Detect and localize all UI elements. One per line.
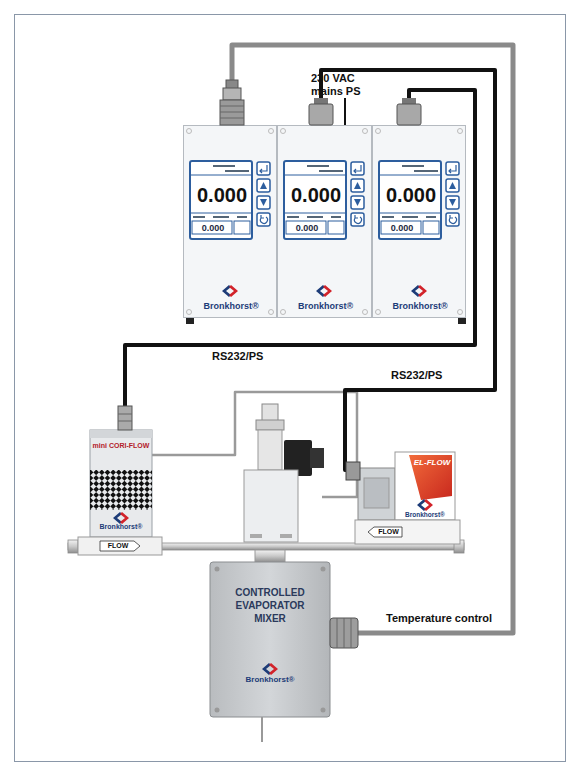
cable bbox=[321, 70, 495, 470]
plug-connector bbox=[118, 98, 421, 648]
node-text: Bronkhorst® bbox=[373, 301, 467, 312]
node-text: Bronkhorst® bbox=[184, 301, 278, 312]
node-text: Bronkhorst® bbox=[278, 301, 373, 312]
frame-border bbox=[15, 15, 566, 762]
valve bbox=[244, 404, 324, 562]
mains-lead bbox=[344, 98, 346, 125]
coriolis-flow-controller: mini CORI-FLOW Bronkhorst® bbox=[90, 430, 152, 537]
evaporator-mixer: CONTROLLED EVAPORATOR MIXER Bronkhorst® bbox=[210, 562, 330, 717]
node-text: 0.000 bbox=[285, 183, 347, 207]
node-text: mini CORI-FLOW bbox=[91, 442, 151, 450]
coriolis-body bbox=[78, 430, 162, 555]
node-text: 0.000 bbox=[380, 183, 442, 207]
node-text: 0.000 bbox=[288, 223, 326, 234]
controller-unit: 0.000 0.000Bronkhorst® bbox=[372, 125, 466, 318]
controller-units bbox=[183, 125, 466, 324]
evaporator-body bbox=[210, 562, 330, 742]
mass-flow-body bbox=[355, 452, 460, 544]
controller-unit: 0.000 0.000Bronkhorst® bbox=[183, 125, 277, 318]
node-text: 0.000 bbox=[191, 183, 253, 207]
node-text: 0.000 bbox=[383, 223, 421, 234]
node-text: EL-FLOW bbox=[409, 458, 455, 468]
power-label: 230 VAC mains PS bbox=[311, 72, 369, 97]
node-text: CONTROLLED EVAPORATOR MIXER bbox=[225, 586, 315, 625]
cable bbox=[232, 45, 513, 633]
cable bbox=[125, 90, 475, 430]
node-text: Bronkhorst® bbox=[90, 523, 152, 531]
controller-unit: 0.000 0.000Bronkhorst® bbox=[277, 125, 372, 318]
mass-flow-controller: EL-FLOW Bronkhorst® bbox=[353, 452, 462, 546]
node-text: Bronkhorst® bbox=[395, 511, 455, 519]
cable-label: RS232/PS bbox=[391, 369, 442, 382]
node-text: Bronkhorst® bbox=[210, 675, 330, 685]
flow-arrow-label: FLOW bbox=[102, 541, 134, 551]
cable-label: Temperature control bbox=[386, 612, 492, 625]
flow-arrow-label: FLOW bbox=[375, 527, 402, 537]
cable-label: RS232/PS bbox=[212, 350, 263, 363]
round-connector bbox=[220, 80, 244, 125]
node-text: 0.000 bbox=[194, 223, 232, 234]
